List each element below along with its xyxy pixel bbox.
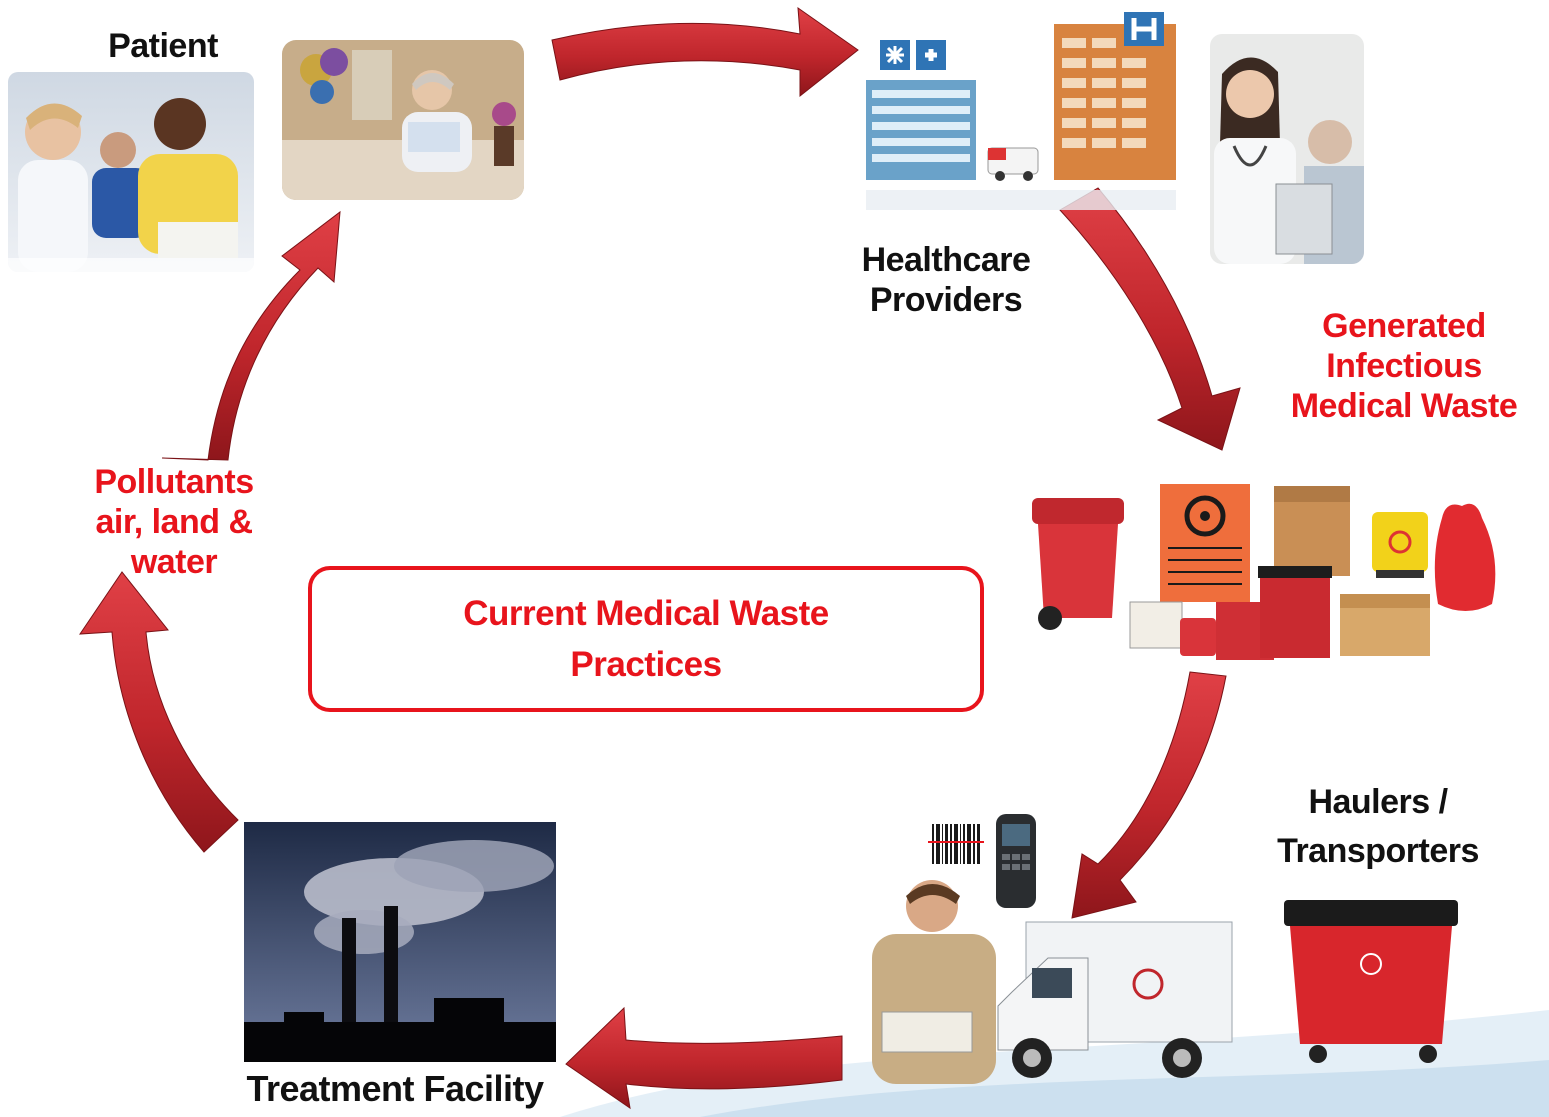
arrow-treatment-to-pollutants — [79, 571, 239, 853]
transporter-truck-illustration — [852, 872, 1236, 1108]
patient-label: Patient — [108, 27, 218, 65]
doctor-photo — [1210, 34, 1364, 264]
pollutants-label: Pollutants air, land & water — [64, 462, 284, 582]
haulers-line-2: Transporters — [1277, 832, 1479, 871]
haulers-line-1: Haulers / — [1308, 783, 1448, 821]
arrow-patient-to-providers — [551, 6, 859, 98]
healthcare-providers-label: Healthcare Providers — [830, 240, 1062, 320]
arrow-pollutants-to-patient — [161, 210, 341, 461]
barcode-scanner-illustration — [926, 812, 1054, 912]
generated-line-3: Medical Waste — [1290, 387, 1518, 426]
treatment-facility-photo — [244, 822, 556, 1062]
generated-line-1: Generated — [1322, 307, 1486, 345]
waste-containers-illustration — [1026, 478, 1528, 668]
pollutants-line-3: water — [130, 543, 218, 582]
patient-photo-clinic — [8, 72, 254, 272]
arrow-haulers-to-treatment — [565, 1006, 843, 1110]
patient-photo-bed — [282, 40, 524, 200]
red-hauling-cart-illustration — [1282, 894, 1460, 1070]
center-title-box: Current Medical Waste Practices — [308, 566, 984, 712]
generated-waste-label: Generated Infectious Medical Waste — [1262, 306, 1546, 426]
haulers-label: Haulers / Transporters — [1246, 778, 1510, 877]
treatment-facility-label: Treatment Facility — [246, 1068, 544, 1109]
arrow-waste-to-haulers — [1071, 671, 1227, 919]
pollutants-line-2: air, land & — [95, 503, 254, 542]
generated-line-2: Infectious — [1326, 347, 1482, 386]
healthcare-line-2: Providers — [869, 281, 1023, 320]
center-title: Current Medical Waste Practices — [463, 593, 829, 684]
arrow-providers-to-waste — [1059, 187, 1241, 451]
hospital-buildings-illustration — [858, 10, 1190, 220]
healthcare-line-1: Healthcare — [861, 241, 1031, 279]
pollutants-line-1: Pollutants — [94, 463, 254, 501]
